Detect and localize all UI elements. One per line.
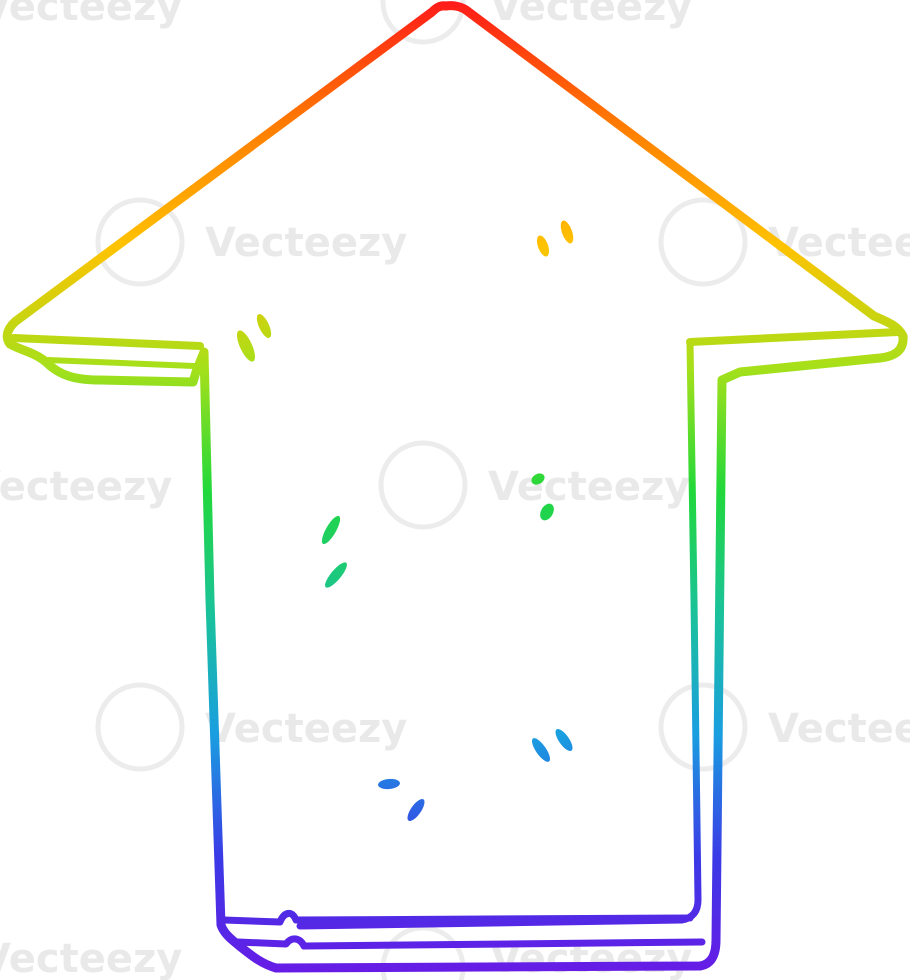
watermark-tile: Vecteezy — [380, 925, 692, 980]
shine-tick — [540, 503, 554, 521]
shine-tick — [555, 728, 573, 752]
arrow-shaft-inner-right — [296, 338, 702, 930]
watermark-text: Vecteezy — [768, 706, 910, 752]
shine-marks — [236, 220, 574, 822]
shine-tick — [325, 562, 347, 588]
watermark-logo-icon — [95, 682, 185, 772]
watermark-tile: Vecteezy — [380, 0, 692, 45]
shine-tick — [531, 738, 551, 762]
watermark-text: Vecteezy — [205, 706, 407, 752]
watermark-tile: Vecteezy — [0, 936, 182, 980]
shine-tick — [236, 330, 256, 362]
watermark-text: Vecteezy — [205, 220, 407, 266]
shine-tick — [407, 798, 425, 822]
watermark-tile: Vecteezy — [95, 197, 407, 287]
watermark-text: Vecteezy — [0, 464, 172, 510]
watermark-text: Vecteezy — [768, 220, 910, 266]
shine-tick — [321, 515, 341, 545]
watermark-tile: Vecteezy — [378, 440, 690, 530]
watermark-text: Vecteezy — [488, 464, 690, 510]
shine-tick — [536, 235, 550, 257]
watermark-text: Vecteezy — [0, 0, 182, 30]
watermark-tile: Vecteezy — [0, 464, 172, 510]
watermark-text: Vecteezy — [490, 0, 692, 30]
watermark-tile: Vecteezy — [0, 0, 182, 30]
watermark-tile: Vecteezy — [658, 682, 910, 772]
watermark-logo-icon — [380, 925, 466, 980]
watermark-tile: Vecteezy — [658, 197, 910, 287]
arrow-right-fold — [686, 328, 902, 346]
shine-tick — [531, 473, 545, 485]
watermark-tile: Vecteezy — [95, 682, 407, 772]
shine-tick — [256, 314, 272, 338]
shine-tick — [378, 778, 400, 790]
watermark-logo-icon — [380, 0, 466, 45]
watermark-logo-icon — [658, 197, 748, 287]
watermark-logo-icon — [95, 197, 185, 287]
arrow-base-lower — [234, 935, 706, 950]
arrow-left-fold — [10, 334, 204, 350]
watermark-text: Vecteezy — [0, 936, 182, 980]
arrow-left-corner — [45, 357, 197, 369]
shine-tick — [560, 220, 574, 244]
watermark-logo-icon — [378, 440, 468, 530]
arrow-base-inner — [220, 910, 694, 926]
watermark-logo-icon — [658, 682, 748, 772]
